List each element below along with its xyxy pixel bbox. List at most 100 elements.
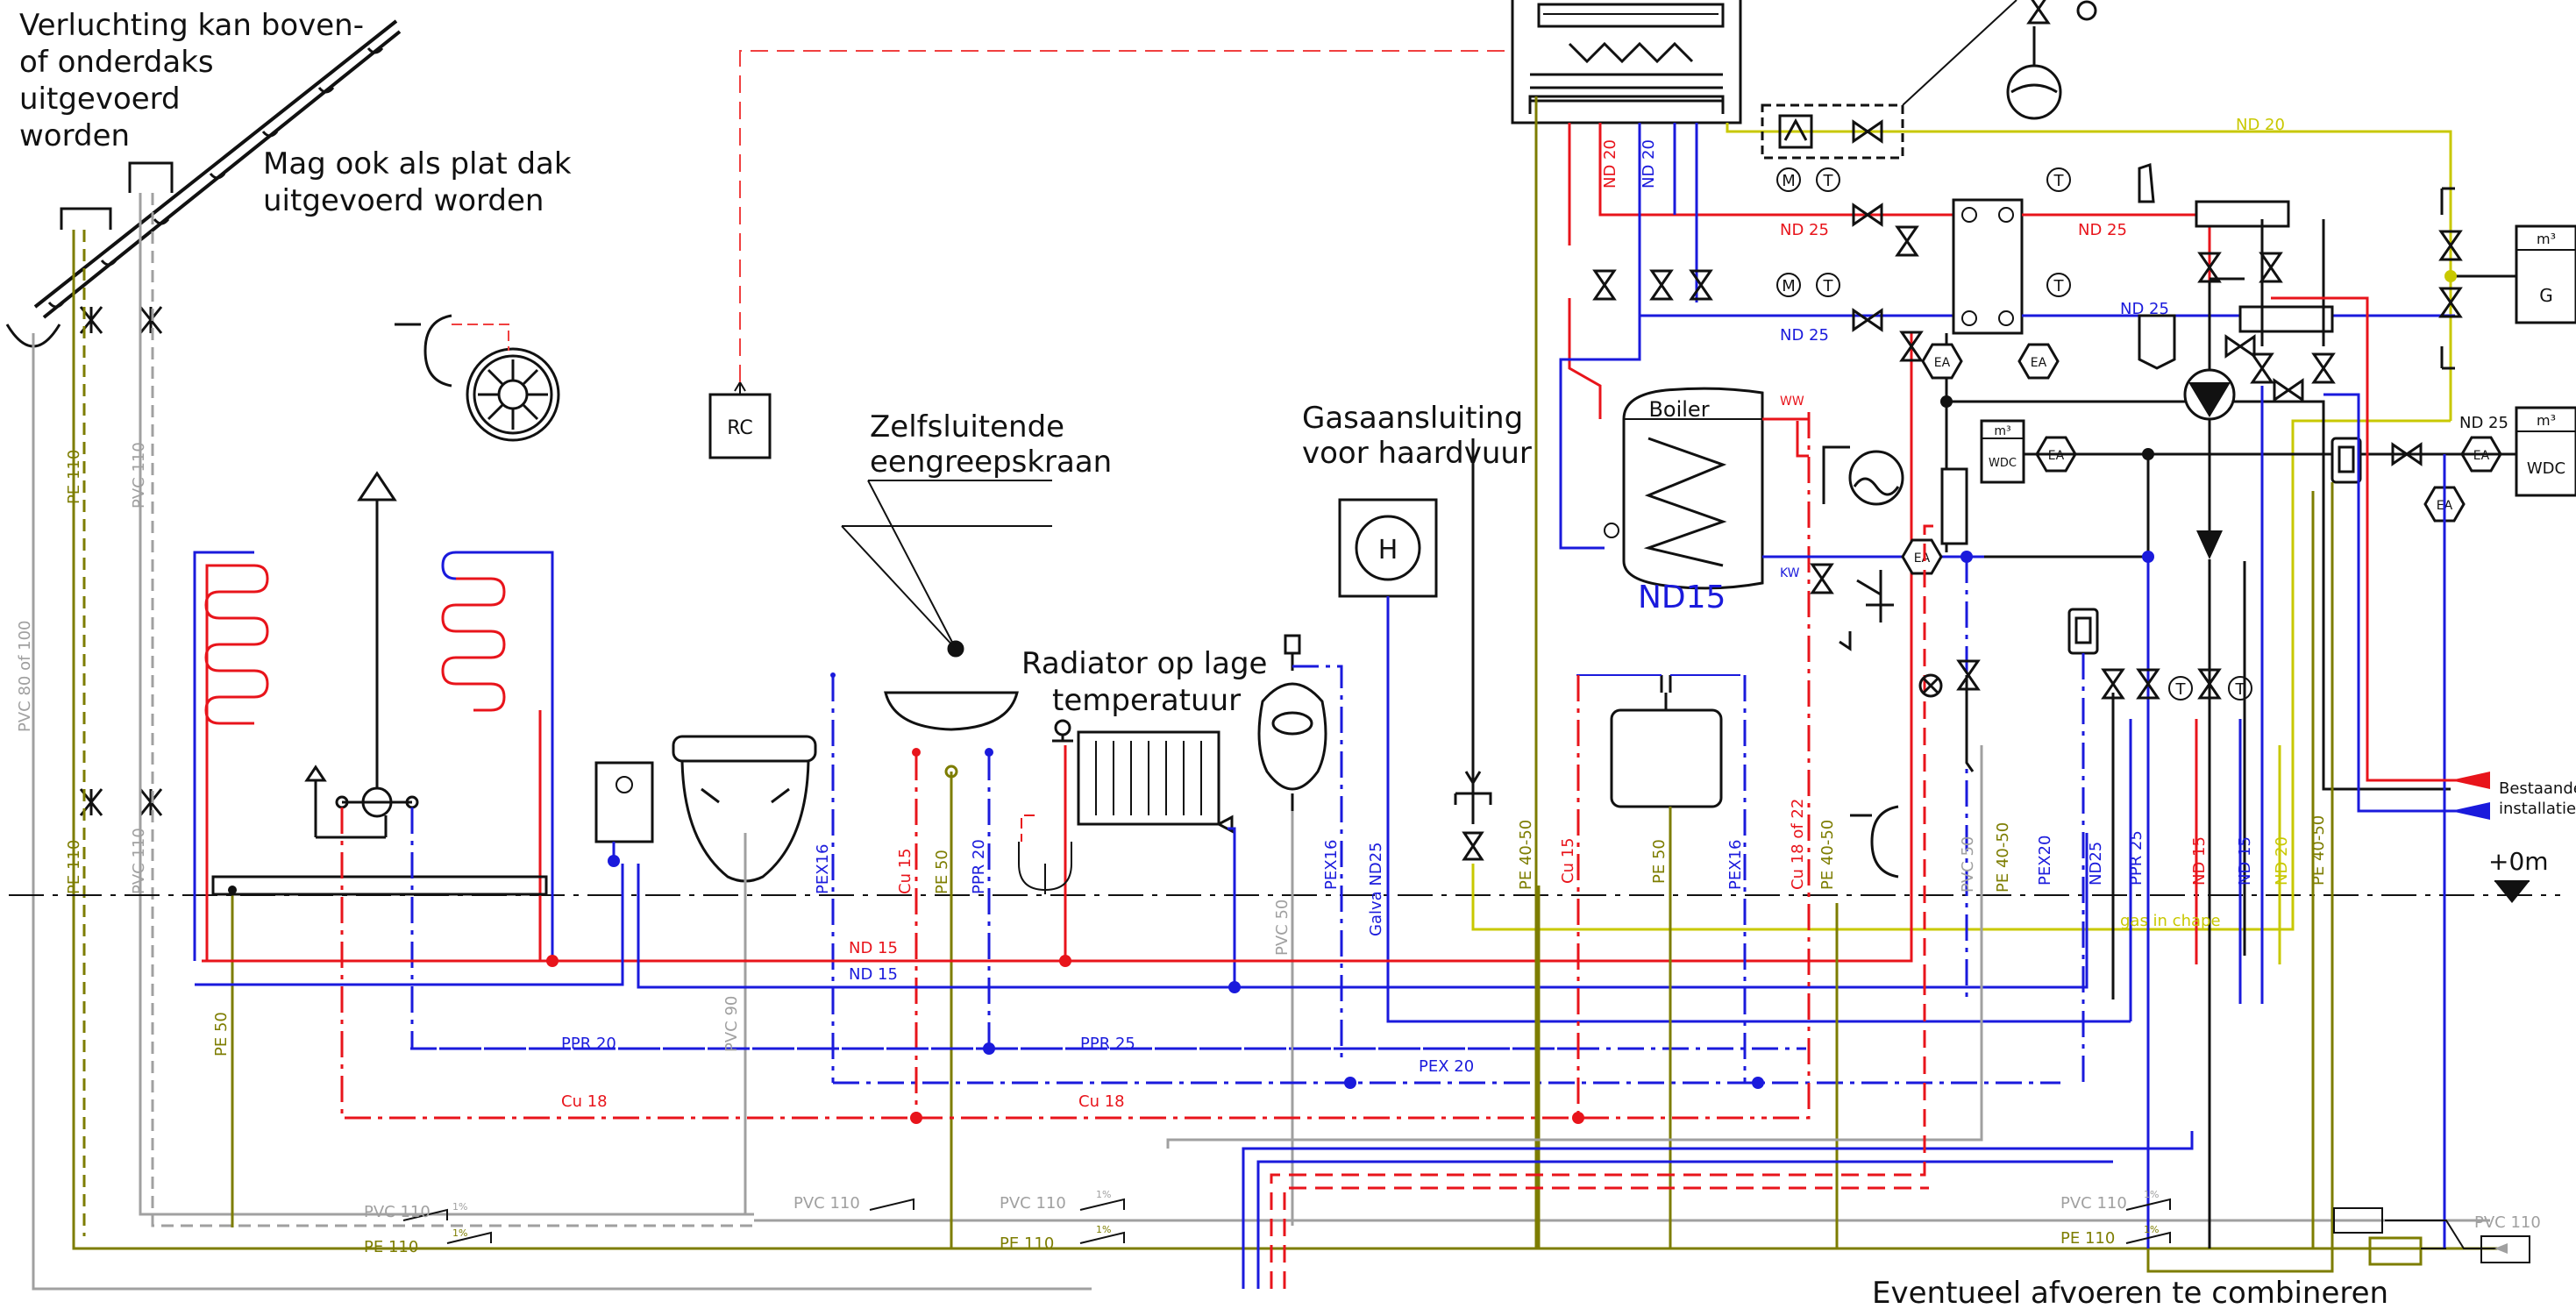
svg-text:Radiator op lage: Radiator op lage: [1021, 646, 1267, 681]
svg-text:Mag ook als plat dak: Mag ook als plat dak: [263, 146, 572, 181]
radiator-note: Radiator op lage temperatuur: [1021, 646, 1267, 718]
roof-ventilation-note: Verluchting kan boven- of onderdaks uitg…: [19, 8, 364, 153]
svg-text:PVC 90: PVC 90: [722, 996, 741, 1052]
ea-label-1: EA: [1934, 356, 1951, 370]
svg-text:PEX20: PEX20: [2036, 836, 2054, 886]
svg-text:PE 50: PE 50: [933, 850, 951, 894]
svg-text:PVC 110: PVC 110: [130, 828, 148, 894]
wall-boiler: [1511, 0, 1742, 124]
svg-text:1%: 1%: [452, 1227, 467, 1239]
gas-fire-note: Gasaansluiting voor haardvuur: [1302, 401, 1532, 471]
svg-text:1%: 1%: [2144, 1189, 2159, 1200]
floor-drain: [1018, 842, 1072, 894]
room-controller: RC: [708, 381, 772, 459]
svg-text:PE 110: PE 110: [65, 840, 83, 894]
svg-text:gas in chape: gas in chape: [2120, 912, 2221, 930]
svg-text:Cu 18 of 22: Cu 18 of 22: [1789, 799, 1807, 890]
svg-text:PE 110: PE 110: [1000, 1234, 1054, 1253]
svg-text:ND 25: ND 25: [2459, 414, 2508, 432]
drain-pipes-left: [32, 193, 2499, 1291]
svg-text:voor haardvuur: voor haardvuur: [1302, 436, 1532, 471]
svg-text:Cu 18: Cu 18: [561, 1092, 608, 1111]
svg-text:Galva ND25: Galva ND25: [1367, 842, 1385, 936]
svg-text:Cu 15: Cu 15: [1559, 837, 1577, 884]
svg-text:PE 110: PE 110: [2060, 1229, 2115, 1248]
small-meter-unit: m³: [1994, 424, 2010, 438]
svg-text:ND 15: ND 15: [2190, 836, 2209, 886]
svg-text:PVC 50: PVC 50: [1273, 900, 1292, 956]
small-water-meter: m³ WDC: [1940, 419, 2025, 545]
svg-text:PVC 110: PVC 110: [793, 1194, 860, 1213]
svg-text:PE 50: PE 50: [1650, 839, 1669, 884]
svg-text:1%: 1%: [2144, 1224, 2159, 1235]
gas-meter-unit: m³: [2537, 231, 2556, 247]
svg-text:1%: 1%: [1096, 1189, 1111, 1200]
boiler-label: Boiler: [1648, 397, 1709, 422]
slope-markers: [402, 1198, 2171, 1244]
gas-fire-heater: H: [1338, 498, 1438, 598]
existing-installation-arrows: [2359, 772, 2490, 820]
svg-text:temperatuur: temperatuur: [1052, 683, 1241, 718]
svg-text:ND 20: ND 20: [2236, 116, 2285, 134]
svg-text:ND 15: ND 15: [2236, 836, 2254, 886]
svg-text:PVC 110: PVC 110: [364, 1203, 431, 1221]
svg-text:ND 25: ND 25: [2078, 221, 2127, 239]
water-meter-label: WDC: [2527, 459, 2565, 478]
vent-outlet-symbol: [395, 314, 452, 388]
svg-text:installatie: installatie: [2499, 800, 2576, 818]
gas-cock: [1454, 438, 1492, 861]
svg-text:PVC 110: PVC 110: [130, 442, 148, 509]
ea-label-4: EA: [1914, 551, 1931, 566]
svg-text:ND25: ND25: [2087, 842, 2105, 886]
expansion-vessel-label: ND15: [1638, 580, 1726, 615]
expansion-vessel: [1576, 674, 1740, 808]
svg-text:PEX 20: PEX 20: [1419, 1057, 1474, 1076]
fire-extinguisher-icon: [466, 347, 560, 442]
gauge-m2: M: [1782, 277, 1796, 295]
combine-outlets-note: Eventueel afvoeren te combineren: [1872, 1276, 2388, 1311]
svg-text:PE 40-50: PE 40-50: [2309, 815, 2328, 886]
svg-text:PE 40-50: PE 40-50: [1517, 820, 1535, 890]
ea-symbols: EA EA EA EA EA EA: [1901, 343, 2502, 575]
manifold-junctions: [546, 955, 1584, 1124]
gauge-m1: M: [1782, 172, 1796, 190]
svg-text:PVC 110: PVC 110: [2060, 1194, 2127, 1213]
svg-text:Cu 15: Cu 15: [896, 848, 914, 894]
gauge-t3: T: [2053, 172, 2065, 190]
svg-text:ND 20: ND 20: [1601, 139, 1619, 189]
roof-line: [33, 19, 402, 319]
gauge-t1: T: [1823, 172, 1834, 190]
svg-text:PVC 80 of 100: PVC 80 of 100: [16, 620, 34, 732]
pipe-labels-horizontal: ND 15 ND 15 PPR 20 PPR 25 PEX 20 Cu 18 C…: [364, 116, 2541, 1256]
svg-text:PE 110: PE 110: [364, 1238, 418, 1256]
level-marker: +0m: [2488, 847, 2549, 903]
gauge-t2: T: [1823, 277, 1834, 295]
water-heater-small: [594, 761, 654, 859]
svg-text:PPR 20: PPR 20: [561, 1035, 616, 1053]
svg-text:Gasaansluiting: Gasaansluiting: [1302, 401, 1523, 436]
svg-text:PPR 25: PPR 25: [1080, 1035, 1135, 1053]
water-meter: m³ WDC: [2515, 406, 2576, 497]
svg-text:uitgevoerd: uitgevoerd: [19, 82, 181, 117]
small-meter-label: WDC: [1989, 457, 2017, 470]
svg-text:ND 20: ND 20: [2273, 836, 2291, 886]
pipe-labels-vertical: PE 110 PVC 110 PVC 80 of 100 PE 110 PVC …: [16, 139, 2328, 1056]
rc-label: RC: [727, 417, 753, 439]
svg-text:eengreepskraan: eengreepskraan: [870, 445, 1112, 480]
plate-heat-exchanger: [1952, 198, 2024, 335]
combined-outlet: [2333, 1207, 2530, 1266]
svg-text:ND 25: ND 25: [1780, 221, 1829, 239]
svg-text:PEX16: PEX16: [814, 844, 832, 894]
water-meter-unit: m³: [2537, 412, 2556, 429]
gauge-t4: T: [2053, 277, 2065, 295]
svg-text:Verluchting kan boven-: Verluchting kan boven-: [19, 8, 364, 43]
hot-water-boiler: Boiler: [1604, 387, 1764, 590]
gas-meter-valves: [2391, 187, 2462, 466]
washbasin: [841, 525, 1052, 731]
svg-text:1%: 1%: [452, 1201, 467, 1213]
gas-control-valve: [1761, 0, 2097, 160]
svg-text:of onderdaks: of onderdaks: [19, 45, 214, 80]
kw-label: KW: [1780, 566, 1800, 580]
ea-label-3: EA: [2048, 449, 2065, 463]
